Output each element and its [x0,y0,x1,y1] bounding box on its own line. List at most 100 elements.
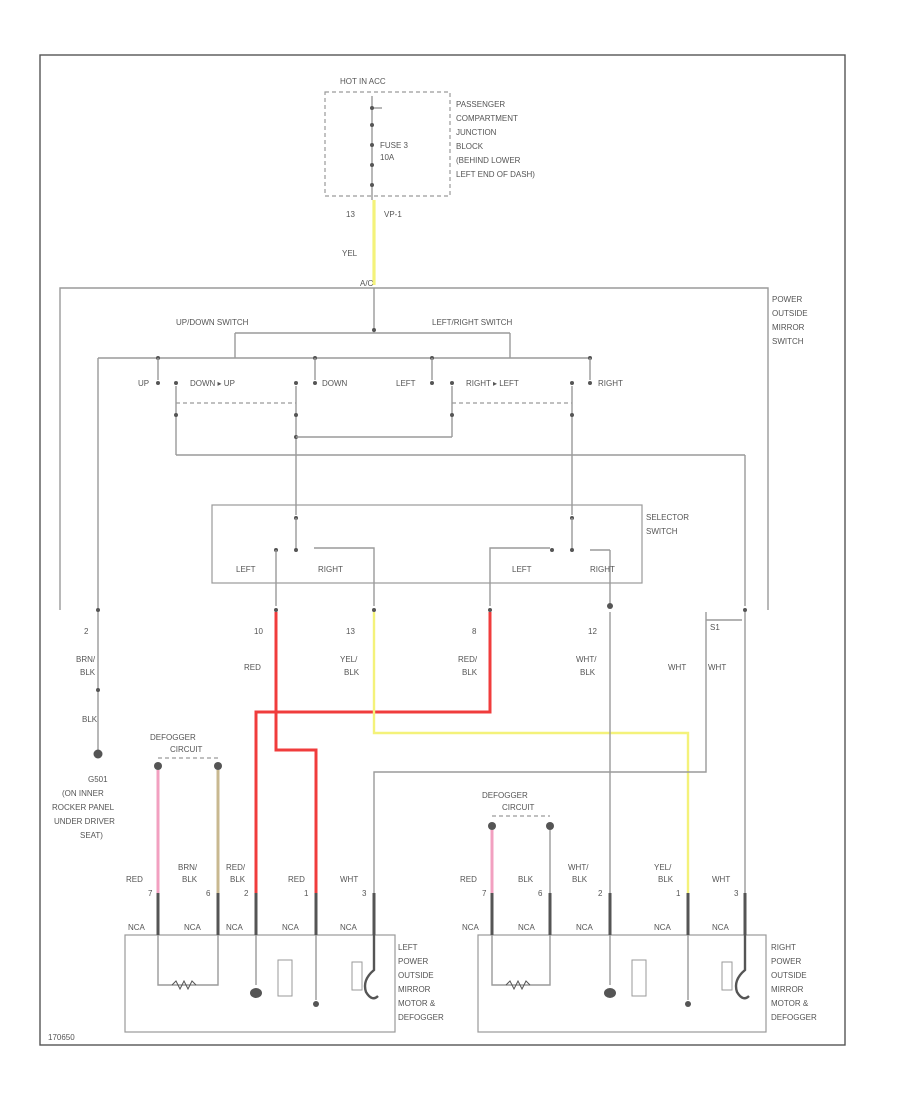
right-pin-4: 1 [676,889,681,898]
left-color-2a: BRN/ [178,863,198,872]
diagram-frame [39,54,846,1046]
output-color-4a: RED/ [458,655,478,664]
power-wire-color: YEL [342,249,358,258]
left-color-3b: BLK [230,875,246,884]
right-color-3a: WHT/ [568,863,589,872]
right-connector-1: NCA [462,923,480,932]
wht-label-right: WHT [708,663,726,672]
yel-blk-wire [372,612,690,893]
ground-location-2: ROCKER PANEL [52,803,115,812]
output-color-5a: WHT/ [576,655,597,664]
right-color-3b: BLK [572,875,588,884]
junction-line-2: COMPARTMENT [456,114,518,123]
ground-wire-color: BLK [82,715,98,724]
right-mirror-assembly: NCA NCA NCA NCA NCA RIGHT POWER OUTSIDE … [462,893,817,1033]
power-outside-mirror-switch: A/C POWER OUTSIDE MIRROR SWITCH UP/DOWN … [59,279,808,610]
junction-line-5: (BEHIND LOWER [456,156,521,165]
ground-location-3: UNDER DRIVER [54,817,115,826]
right-defogger-circuit: CIRCUIT [502,803,535,812]
selector-left-1: LEFT [236,565,256,574]
right-defogger-circuit: DEFOGGER CIRCUIT [482,791,554,893]
output-color-3a: YEL/ [340,655,358,664]
selector-left-2: LEFT [512,565,532,574]
output-pin-2: 10 [254,627,263,636]
right-pin-2: 6 [538,889,543,898]
right-mirror-name-2: POWER [771,957,801,966]
left-defogger-circuit: CIRCUIT [170,745,203,754]
right-connector-3: NCA [576,923,594,932]
left-pin-5: 3 [362,889,367,898]
right-color-2: BLK [518,875,534,884]
updown-switch-label: UP/DOWN SWITCH [176,318,249,327]
left-color-2b: BLK [182,875,198,884]
right-defogger-label: DEFOGGER [482,791,528,800]
switch-name-1: POWER [772,295,802,304]
right-mirror-name-3: OUTSIDE [771,971,807,980]
left-mirror-name-3: OUTSIDE [398,971,434,980]
ground-location-4: SEAT) [80,831,103,840]
power-connector: VP-1 [384,210,402,219]
left-mirror-name-2: POWER [398,957,428,966]
right-pin-1: 7 [482,889,487,898]
selector-right-2: RIGHT [590,565,615,574]
selector-name-1: SELECTOR [646,513,689,522]
output-color-3b: BLK [344,668,360,677]
left-mirror-name-1: LEFT [398,943,418,952]
switch-up-label: UP [138,379,149,388]
right-color-4b: BLK [658,875,674,884]
left-connector-4: NCA [282,923,300,932]
left-color-3a: RED/ [226,863,246,872]
leftright-switch-label: LEFT/RIGHT SWITCH [432,318,513,327]
junction-block: HOT IN ACC FUSE 3 10A PASSENGER COMPARTM… [324,77,535,200]
switch-left-label: LEFT [396,379,416,388]
left-color-4: RED [288,875,305,884]
ground-g501: BLK G501 (ON INNER ROCKER PANEL UNDER DR… [52,612,115,840]
selector-name-2: SWITCH [646,527,678,536]
right-connector-5: NCA [712,923,730,932]
right-mirror-box [477,934,767,1033]
junction-line-1: PASSENGER [456,100,505,109]
left-defogger-label: DEFOGGER [150,733,196,742]
output-pin-3: 13 [346,627,355,636]
right-connector-2: NCA [518,923,536,932]
selector-right-1: RIGHT [318,565,343,574]
right-pin-3: 2 [598,889,603,898]
output-pin-4: 8 [472,627,477,636]
output-color-1a: BRN/ [76,655,96,664]
svg-text:S1: S1 [710,623,720,632]
output-color-5b: BLK [580,668,596,677]
left-mirror-assembly: NCA NCA NCA NCA NCA LEFT POWER OUTSIDE M… [124,893,444,1033]
right-mirror-name-5: MOTOR & [771,999,809,1008]
ground-terminal [93,749,103,759]
junction-line-4: BLOCK [456,142,484,151]
output-color-1b: BLK [80,668,96,677]
junction-line-6: LEFT END OF DASH) [456,170,535,179]
left-pin-1: 7 [148,889,153,898]
left-defogger-circuit: DEFOGGER CIRCUIT [150,733,222,893]
red-wire-left-motor [274,612,318,893]
selector-switch-outline [211,504,643,584]
selector-switch: SELECTOR SWITCH LEFT RIGHT LEFT RIGHT [211,504,689,606]
right-color-5: WHT [712,875,730,884]
fuse-name: FUSE 3 [380,141,409,150]
right-color-1: RED [460,875,477,884]
right-mirror-name-4: MIRROR [771,985,804,994]
left-connector-2: NCA [184,923,202,932]
left-mirror-name-4: MIRROR [398,985,431,994]
left-connector-1: NCA [128,923,146,932]
left-pin-3: 2 [244,889,249,898]
left-connector-3: NCA [226,923,244,932]
switch-right-label: RIGHT [598,379,623,388]
output-color-4b: BLK [462,668,478,677]
wht-wire-left [373,612,707,893]
svg-text:DOWN ▸ UP: DOWN ▸ UP [190,379,235,388]
fuse-rating: 10A [380,153,395,162]
left-color-5: WHT [340,875,358,884]
output-pin-5: 12 [588,627,597,636]
diagram-code: 170650 [48,1033,75,1042]
left-pin-4: 1 [304,889,309,898]
switch-down-label: DOWN [322,379,348,388]
left-pin-2: 6 [206,889,211,898]
right-connector-4: NCA [654,923,672,932]
